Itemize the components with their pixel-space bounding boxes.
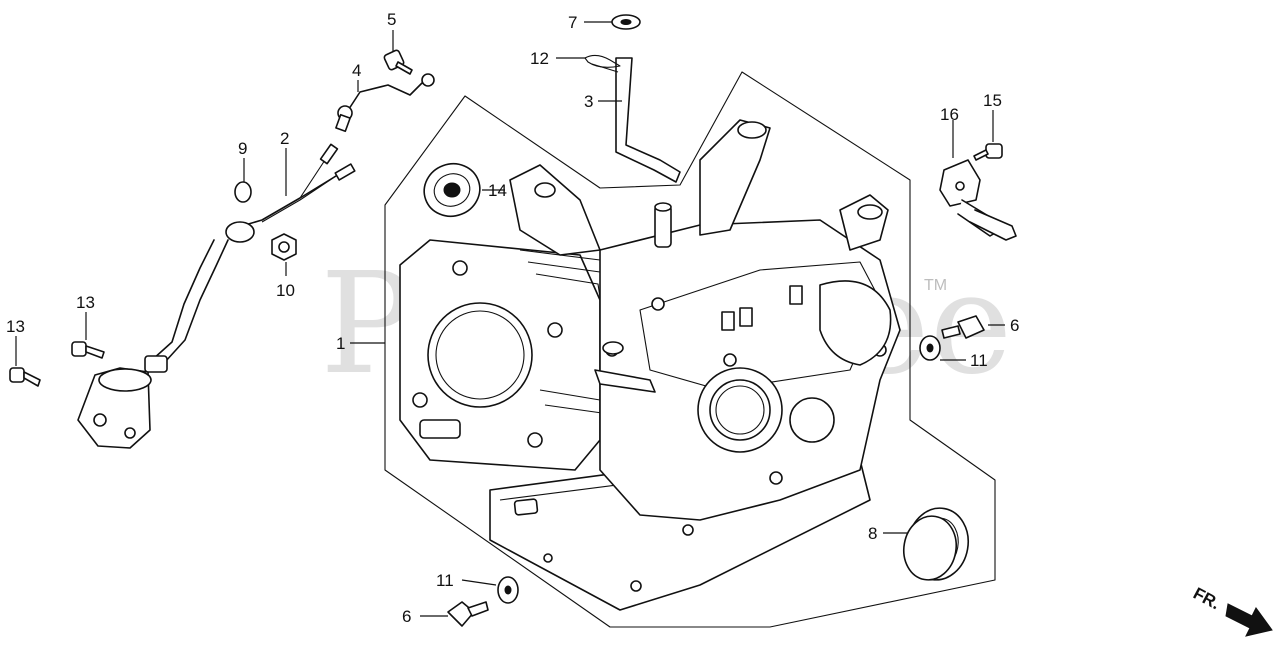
callout-16: 16 [940, 105, 959, 124]
wire-harness[interactable] [225, 143, 356, 243]
callout-2: 2 [280, 129, 289, 148]
part-12-clip[interactable] [584, 54, 621, 73]
watermark-trademark: TM [924, 277, 947, 294]
callout-6-bottom: 6 [402, 607, 411, 626]
part-13-bolt-a[interactable] [71, 341, 105, 359]
callout-13-a: 13 [76, 293, 95, 312]
callout-3: 3 [584, 92, 593, 111]
part-8-oil-seal[interactable] [899, 503, 974, 584]
callout-14: 14 [488, 181, 507, 200]
oil-alert-assembly[interactable] [77, 239, 229, 449]
callout-12: 12 [530, 49, 549, 68]
callout-10: 10 [276, 281, 295, 300]
part-15-bolt[interactable] [973, 143, 1003, 161]
part-7-washer[interactable] [611, 14, 641, 30]
callout-6-right: 6 [1010, 316, 1019, 335]
part-13-bolt-b[interactable] [9, 367, 41, 387]
assembly-outline [384, 71, 996, 628]
callout-labels: 1 2 3 4 5 6 6 7 8 9 10 11 11 12 13 13 14… [6, 10, 1019, 626]
direction-label: FR. [1190, 584, 1223, 614]
ground-wire[interactable] [335, 73, 435, 133]
callout-13-b: 13 [6, 317, 25, 336]
callout-8: 8 [868, 524, 877, 543]
part-9-o-ring[interactable] [234, 181, 252, 203]
callout-4: 4 [352, 61, 361, 80]
part-16-ignition-module[interactable] [939, 159, 1017, 241]
part-14-bearing[interactable] [417, 156, 487, 224]
part-6-bolt-right[interactable] [941, 315, 985, 339]
callout-11-right: 11 [970, 351, 988, 370]
direction-arrow-icon [1225, 603, 1273, 637]
leader-lines [15, 21, 1005, 617]
part-11-washer-bottom[interactable] [497, 576, 519, 604]
part-10-nut[interactable] [271, 233, 297, 261]
callout-7: 7 [568, 13, 577, 32]
callout-1: 1 [336, 334, 345, 353]
callout-9: 9 [238, 139, 247, 158]
callout-5: 5 [387, 10, 396, 29]
callout-11-bottom: 11 [436, 571, 454, 590]
part-6-bolt-bottom[interactable] [447, 601, 489, 627]
bracket-rod[interactable] [615, 57, 681, 183]
crankcase-block[interactable] [399, 119, 901, 611]
front-direction-indicator: FR. [1190, 584, 1273, 637]
part-11-washer-right[interactable] [919, 335, 941, 361]
callout-15: 15 [983, 91, 1002, 110]
part-5-bolt[interactable] [383, 49, 413, 75]
